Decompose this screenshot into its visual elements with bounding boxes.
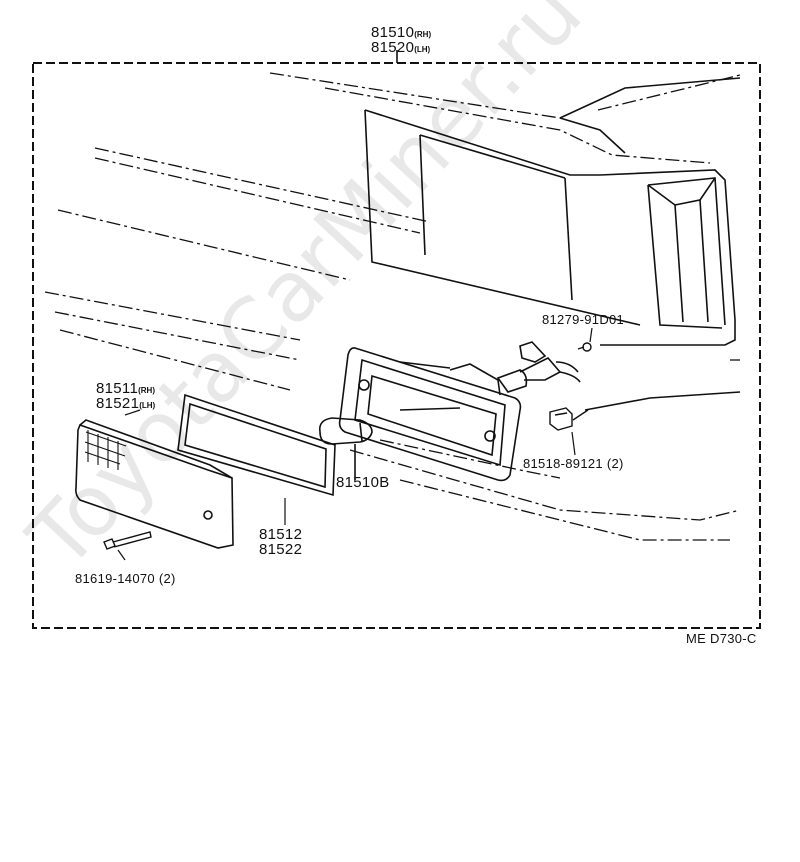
label-screw-top: 81279-91D01 [542, 312, 625, 327]
label-lamp-assy-rh: 81510(RH) [371, 24, 432, 41]
lamp-housing-part [338, 347, 522, 482]
car-body-solid [364, 77, 741, 411]
label-lamp-assy-lh: 81520(LH) [371, 39, 431, 56]
car-body-outline [44, 72, 741, 541]
lens-screw-part [103, 531, 152, 550]
diagram-border [32, 62, 761, 629]
side-lh: (LH) [139, 401, 156, 410]
screw-part [577, 342, 592, 352]
label-gasket-lh: 81522 [259, 541, 303, 558]
bulb-part [318, 417, 373, 480]
label-lens-rh: 81511(RH) [96, 380, 155, 397]
side-rh: (RH) [414, 30, 432, 39]
label-bulb: 81510B [336, 474, 390, 491]
label-clip: 81518-89121 (2) [523, 456, 624, 471]
label-lens-screw: 81619-14070 (2) [75, 571, 176, 586]
clip-part [549, 407, 589, 431]
socket-harness-part [496, 341, 581, 393]
side-lh: (LH) [414, 45, 431, 54]
gasket-part [177, 393, 336, 497]
diagram-code: ME D730-C [686, 631, 757, 646]
side-rh: (RH) [138, 386, 155, 395]
leader-lines [117, 327, 593, 561]
lens-part [75, 419, 234, 549]
label-lens-lh: 81521(LH) [96, 395, 156, 412]
label-gasket-rh: 81512 [259, 526, 303, 543]
